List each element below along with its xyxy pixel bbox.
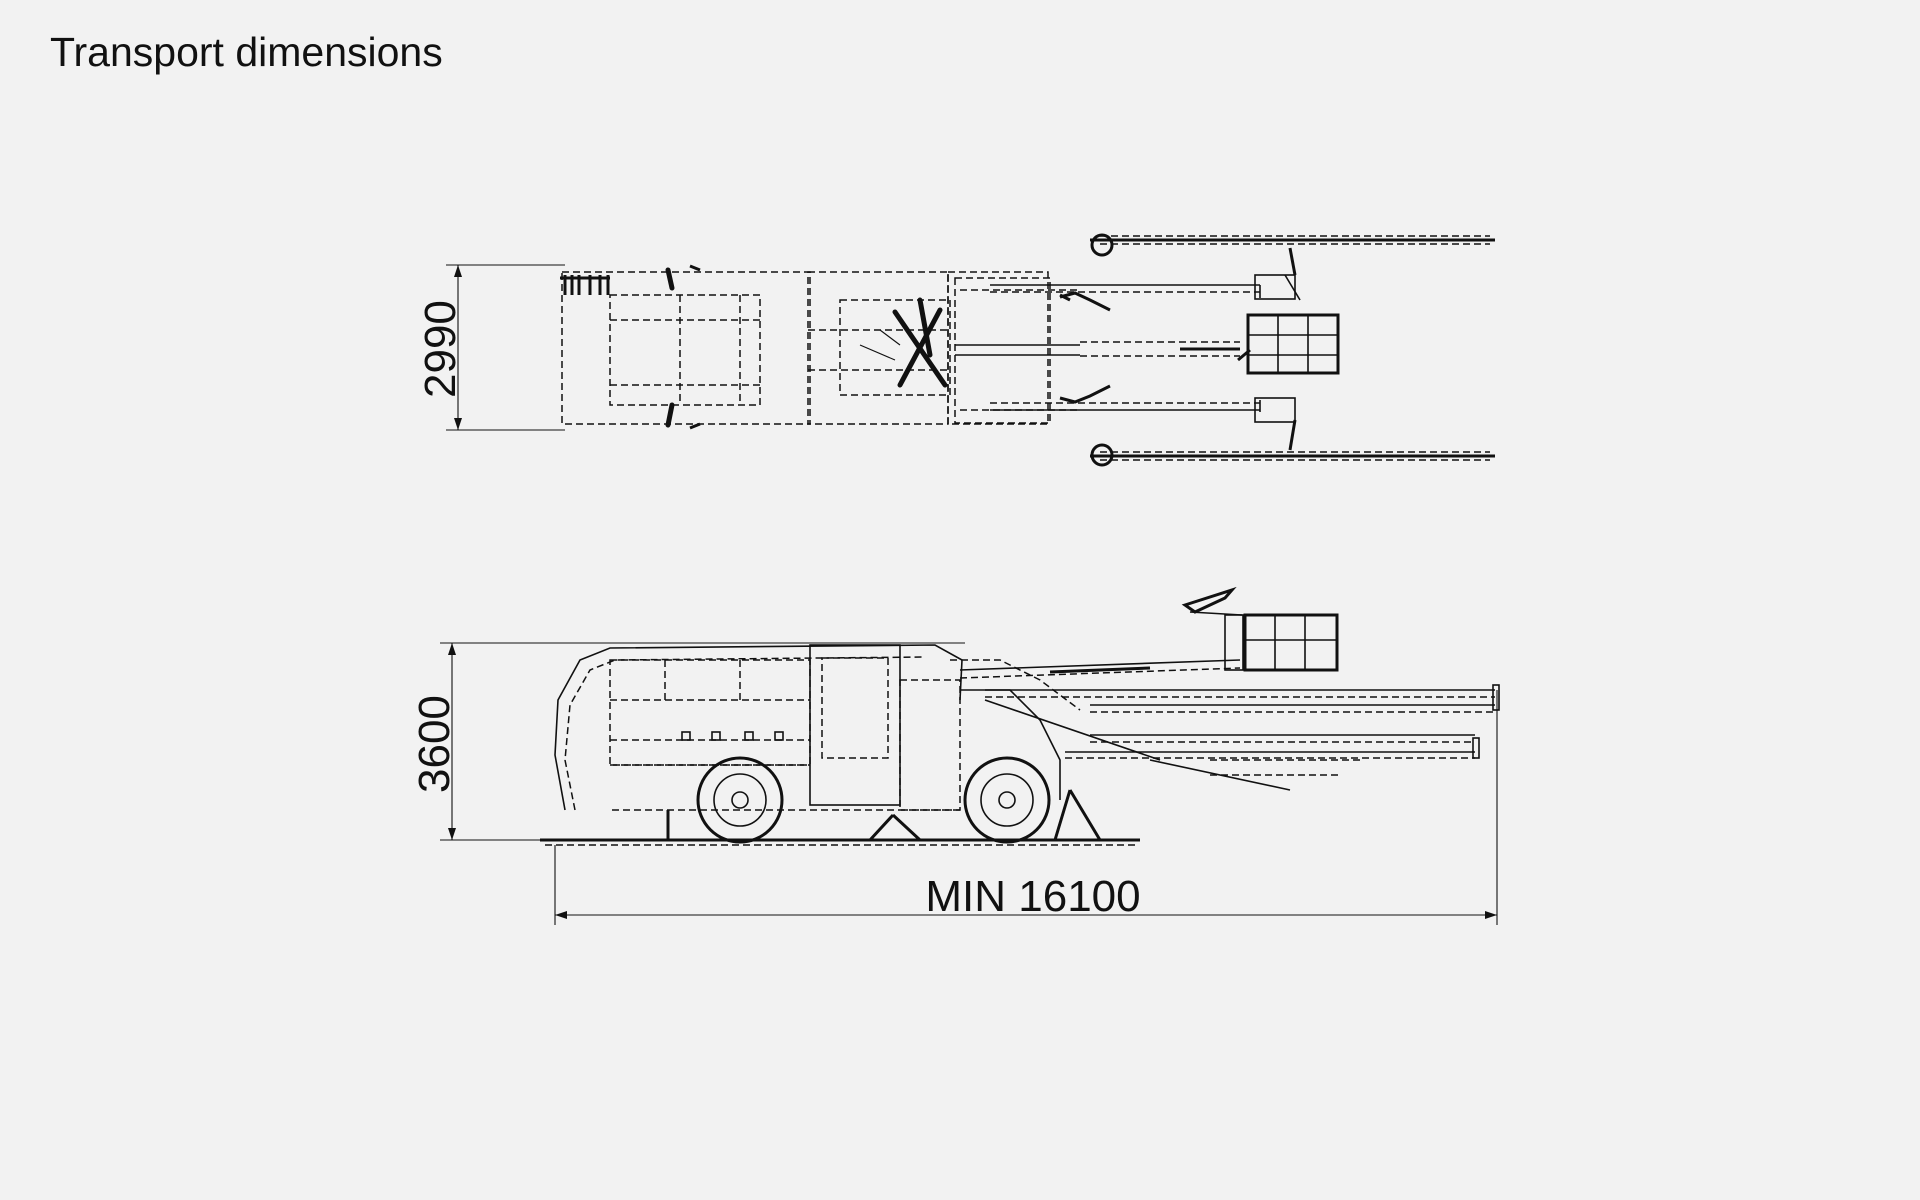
front-wheel (963, 756, 1051, 844)
page-title: Transport dimensions (50, 29, 443, 75)
width-dimension-label: 2990 (416, 300, 465, 398)
length-dimension-label: MIN 16100 (925, 872, 1140, 921)
length-dimension: MIN 16100 (554, 690, 1498, 925)
height-dimension-label: 3600 (410, 695, 459, 793)
top-view: 2990 (416, 233, 1495, 467)
rear-wheel (696, 756, 784, 844)
height-dimension: 3600 (410, 642, 965, 841)
side-view: 3600 (410, 586, 1500, 846)
width-dimension: 2990 (416, 264, 565, 431)
